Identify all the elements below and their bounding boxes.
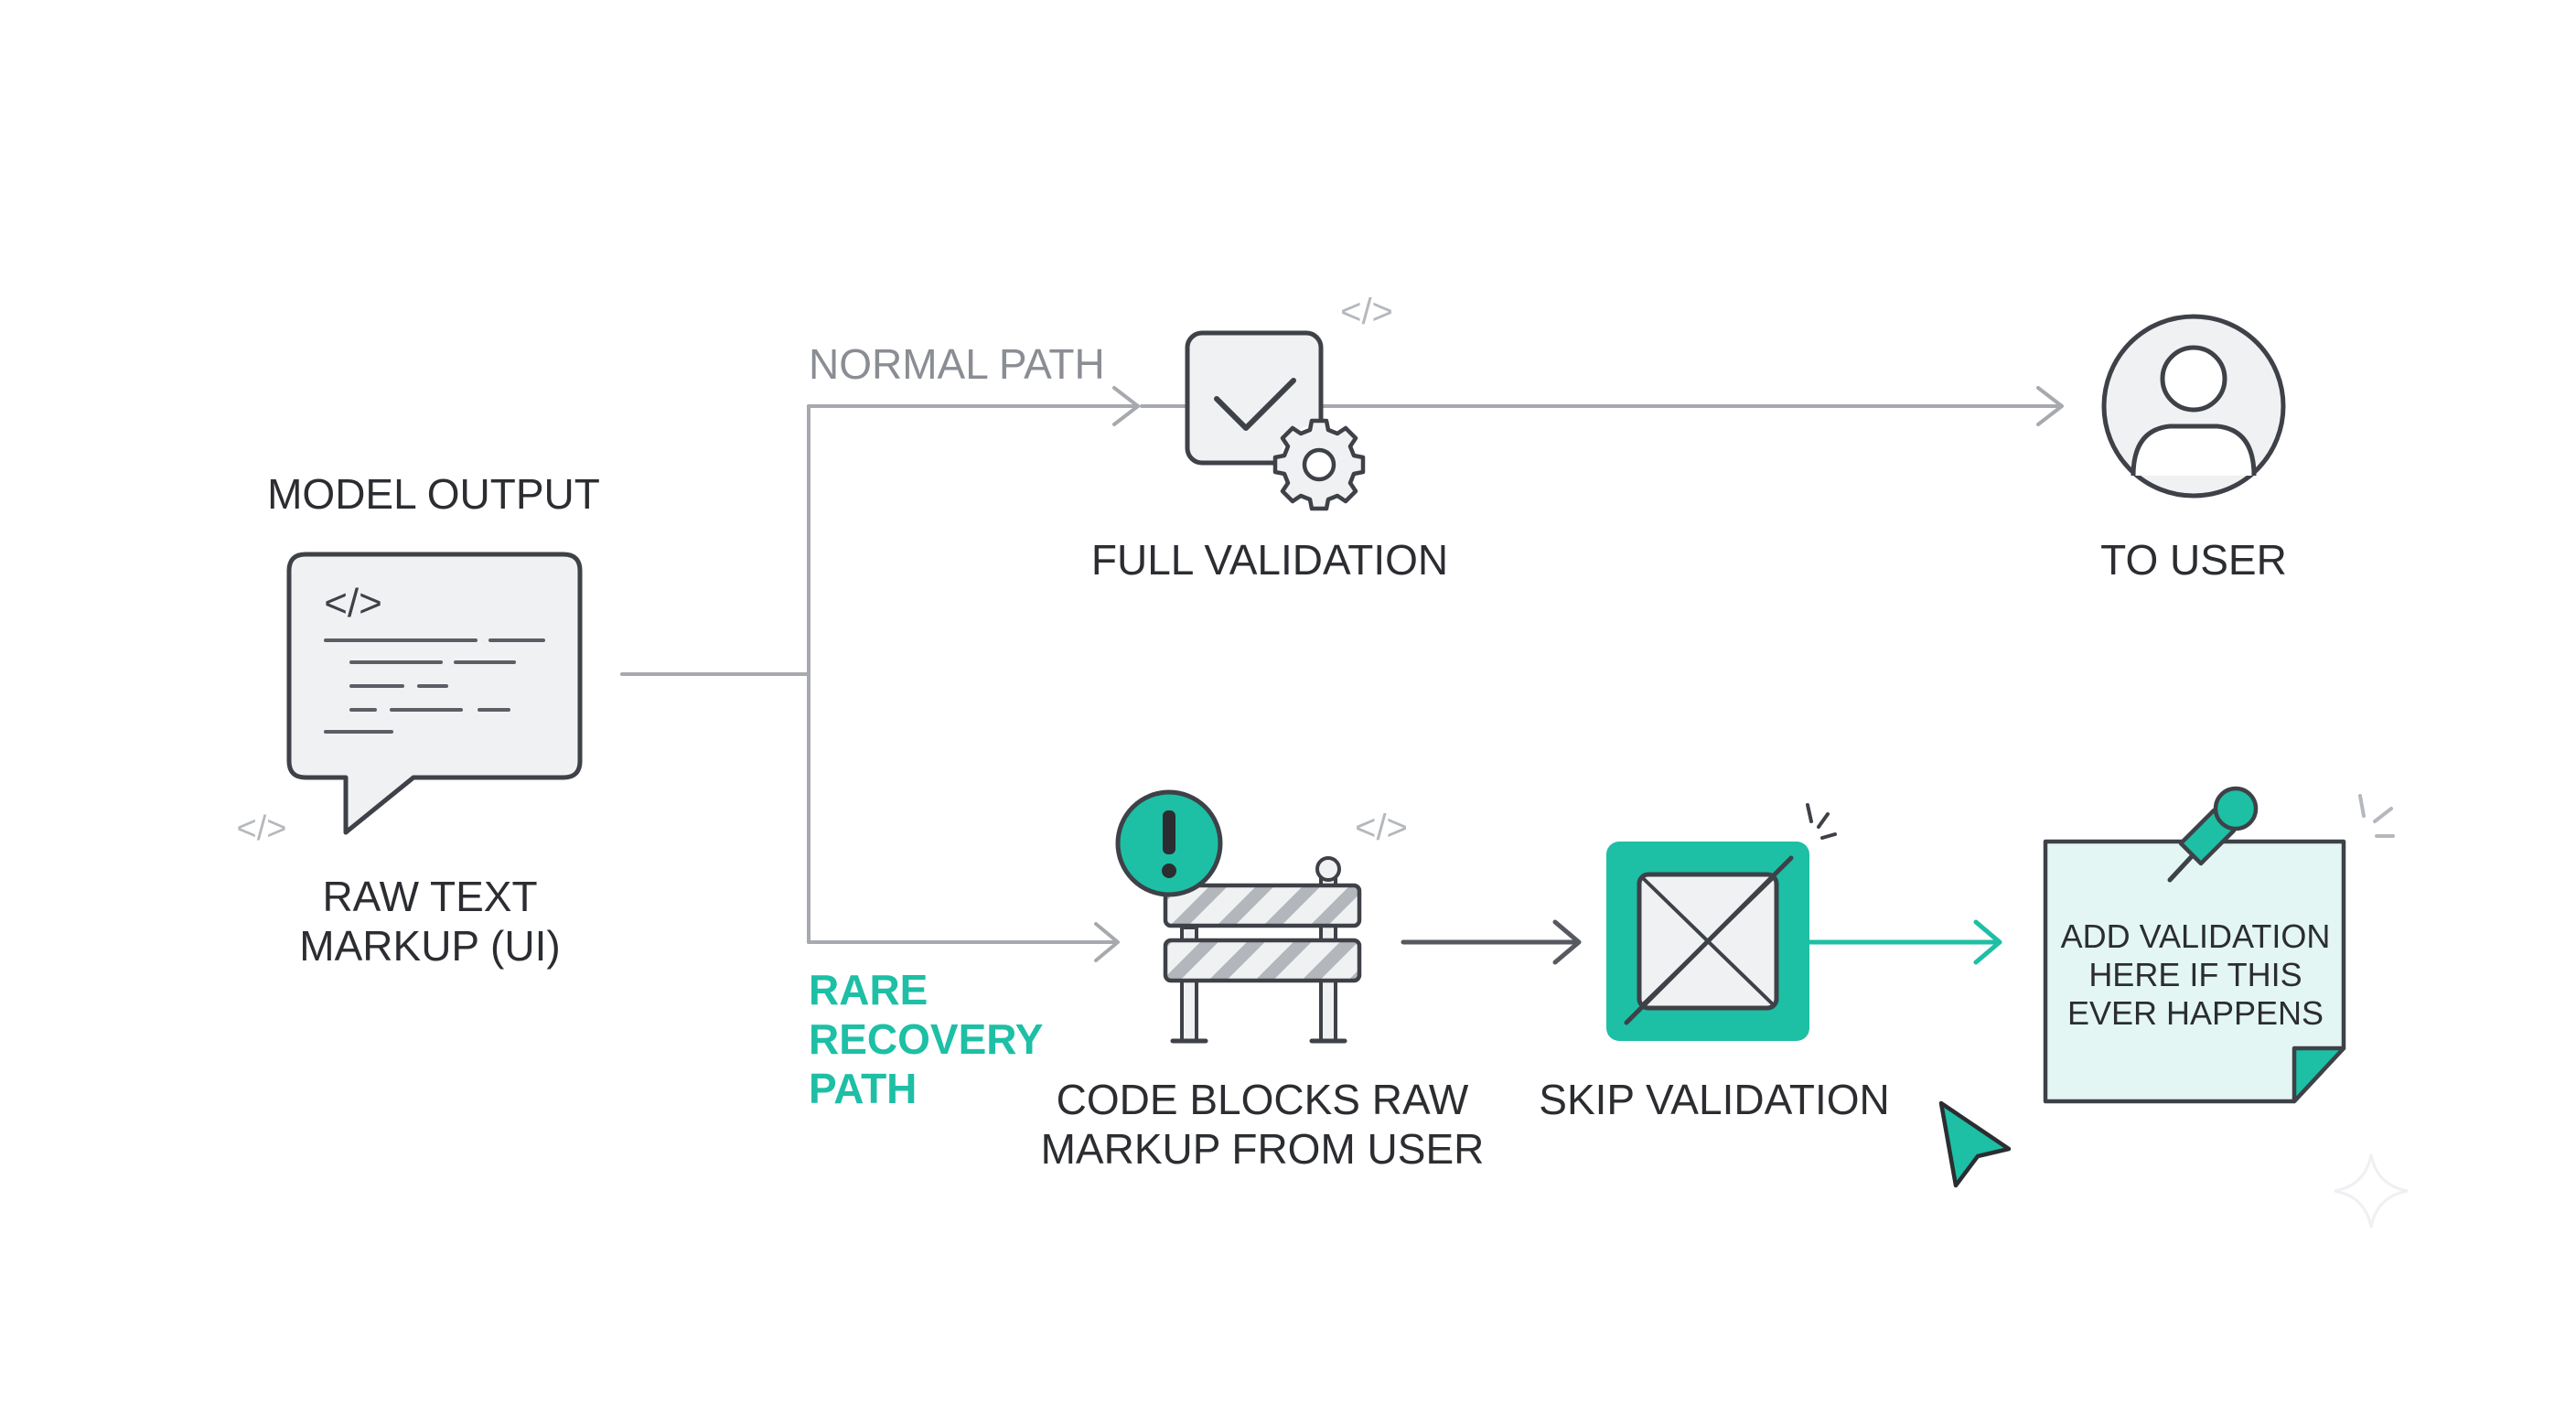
model-output-node: MODEL OUTPUT </> </> RAW TEXT MARKUP (UI… <box>237 470 600 970</box>
code-tag-decoration-left: </> <box>237 810 287 848</box>
sparkle-lines-note <box>2358 794 2395 838</box>
rare-path-label-line3: PATH <box>809 1065 917 1112</box>
model-output-caption-line1: RAW TEXT <box>322 873 537 920</box>
code-blocks-node: </> CODE BLOCKS RAW MARKUP FROM USER <box>1041 789 1485 1173</box>
arrowhead-to-skip <box>1552 919 1582 965</box>
code-tag-decoration-barrier: </> <box>1355 808 1408 848</box>
skip-validation-label: SKIP VALIDATION <box>1539 1076 1889 1123</box>
sparkle-star-icon <box>2334 1153 2409 1228</box>
arrowhead-rare-path <box>1094 922 1120 962</box>
full-validation-node: </> FULL VALIDATION <box>1091 292 1448 584</box>
to-user-label: TO USER <box>2100 536 2287 584</box>
code-tag-decoration-top: </> <box>1340 292 1393 332</box>
sticky-note-node: ADD VALIDATION HERE IF THIS EVER HAPPENS <box>2043 786 2395 1104</box>
code-blocks-label-line1: CODE BLOCKS RAW <box>1057 1076 1469 1123</box>
barrier-warning-icon <box>1115 789 1362 1044</box>
chat-bubble-code-icon: </> <box>286 552 583 835</box>
warning-icon <box>1115 789 1223 897</box>
arrowhead-to-note <box>1973 919 2002 965</box>
user-avatar-icon <box>2101 314 2286 499</box>
full-validation-label: FULL VALIDATION <box>1091 536 1448 584</box>
pushpin-icon <box>2167 786 2259 883</box>
sticky-note-fold <box>2292 1046 2346 1104</box>
sticky-note-line2: HERE IF THIS <box>2088 956 2302 993</box>
cursor-arrow-icon <box>1938 1100 2012 1188</box>
sparkle-lines-skip <box>1806 803 1837 840</box>
sticky-note-line3: EVER HAPPENS <box>2067 994 2324 1032</box>
rare-path-label-line2: RECOVERY <box>809 1015 1043 1063</box>
arrowhead-normal-path <box>1112 386 1140 426</box>
to-user-node: TO USER <box>2100 314 2287 584</box>
code-tag-glyph: </> <box>324 581 382 626</box>
checkbox-gear-icon <box>1185 330 1366 511</box>
gear-icon <box>1272 418 1366 511</box>
code-blocks-label-line2: MARKUP FROM USER <box>1041 1125 1485 1173</box>
normal-path-label: NORMAL PATH <box>809 340 1105 388</box>
model-output-caption-line2: MARKUP (UI) <box>299 922 560 970</box>
crossed-box-icon <box>1606 842 1809 1041</box>
model-output-title: MODEL OUTPUT <box>267 470 600 518</box>
arrowhead-to-user <box>2036 386 2064 426</box>
skip-validation-node: SKIP VALIDATION <box>1539 803 1890 1123</box>
sticky-note-line1: ADD VALIDATION <box>2061 917 2331 955</box>
rare-path-label-line1: RARE <box>809 966 928 1014</box>
